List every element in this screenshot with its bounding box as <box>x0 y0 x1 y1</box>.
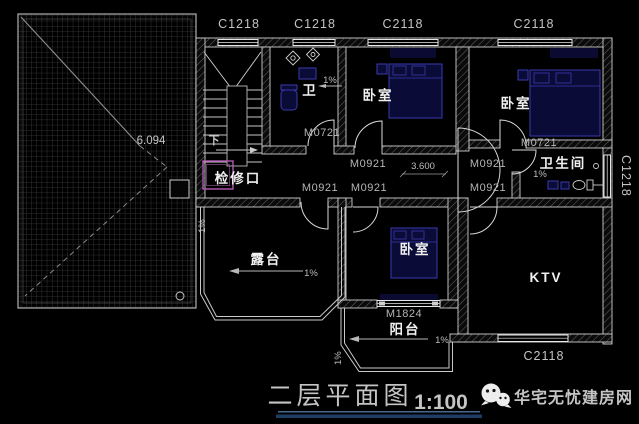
slope-arrows <box>229 84 428 342</box>
door-hall-corridor <box>457 127 501 213</box>
slope-label: 1% <box>304 268 318 279</box>
door-label: M0921 <box>350 158 386 170</box>
door-bedroom2 <box>499 119 527 149</box>
wall-hall-upper-a <box>261 145 307 155</box>
room-label-bedroom3: 卧室 <box>400 241 431 257</box>
room-label-bedroom2: 卧室 <box>501 95 532 111</box>
door-label: M0921 <box>351 182 387 194</box>
toilet-room-fixtures <box>280 47 321 111</box>
bed-bedroom3 <box>390 227 438 279</box>
window-c2118-top2 <box>497 39 573 46</box>
title-underline-thick <box>276 414 482 418</box>
wall-ktv-left <box>457 197 469 343</box>
room-label-bathroom: 卫生间 <box>540 155 587 171</box>
wall-stair-toilet <box>261 46 271 147</box>
room-label-bedroom1: 卧室 <box>363 87 394 103</box>
watermark-text: 华宅无忧建房网 <box>514 388 633 407</box>
slope-label: 1% <box>323 75 337 86</box>
dimension-text: 3.600 <box>411 161 435 172</box>
roof-hip-line <box>20 16 141 147</box>
watermark: 华宅无忧建房网 <box>481 383 633 408</box>
stair-well <box>226 85 248 167</box>
titleblock: 二层平面图 1:100 <box>267 382 482 418</box>
room-label-balcony: 阳台 <box>390 321 421 337</box>
washbasin-icon <box>298 67 317 80</box>
roof-elevation-label: 6.094 <box>137 135 166 147</box>
door-bathroom <box>511 149 537 175</box>
balcony-railing <box>340 308 453 372</box>
window-label: C1218 <box>294 17 336 31</box>
labels: C1218 C1218 C2118 C2118 C2118 C1218 M072… <box>197 17 633 365</box>
window-label: C2118 <box>514 17 555 31</box>
window-label: C2118 <box>383 17 424 31</box>
staircase: 下 <box>203 51 262 167</box>
roof-ridge-dashed-line <box>24 145 168 297</box>
slope-label: 1% <box>533 169 547 180</box>
stair-flight-lines <box>203 51 262 89</box>
windows <box>217 39 611 342</box>
roof-access-hatch <box>202 160 234 190</box>
wall-hall-upper-c <box>381 145 457 155</box>
bed-bedroom2 <box>517 69 601 137</box>
furniture <box>280 47 603 279</box>
wall-bedroom2-bottom-left <box>468 139 501 149</box>
stair-arrow-icon <box>250 147 258 153</box>
window-c2118-bottom <box>497 334 569 342</box>
door-label: M0921 <box>302 182 338 194</box>
room-label-toilet: 卫 <box>302 83 318 98</box>
drawing-scale: 1:100 <box>414 391 468 414</box>
toilet-icon <box>280 89 298 111</box>
window-c2118-top1 <box>367 39 439 46</box>
window-glow <box>380 48 598 300</box>
door-terrace <box>300 201 329 230</box>
door-toilet <box>307 119 335 147</box>
title-underline <box>278 411 480 413</box>
dimension-hall: 3.600 <box>399 161 449 178</box>
window-label: C2118 <box>524 349 565 363</box>
wall-hall-lower-a <box>195 197 301 208</box>
wall-bedroom3-bottom-a <box>337 299 378 309</box>
sliding-door-m1824 <box>376 300 441 307</box>
fixture-knob-icon <box>593 163 599 169</box>
door-ktv <box>469 206 498 235</box>
bathroom-fixtures <box>547 163 603 191</box>
window-c1218-top1 <box>217 39 259 46</box>
door-label: M0721 <box>304 127 340 139</box>
window-label: C1218 <box>218 17 260 31</box>
door-label: M1824 <box>386 308 422 320</box>
access-hatch-box <box>202 160 234 190</box>
room-label-terrace: 露台 <box>251 251 282 267</box>
roof-area: 6.094 <box>17 13 197 309</box>
window-label: C1218 <box>619 155 633 197</box>
slope-label: 1% <box>333 351 344 365</box>
door-bedroom3 <box>352 206 379 233</box>
wechat-icon <box>481 383 512 408</box>
wall-bedroom3-right <box>447 197 459 309</box>
roof-drain-icon <box>175 291 185 301</box>
terrace-railing <box>200 207 346 321</box>
stair-down-label: 下 <box>209 134 220 147</box>
door-label: M0921 <box>470 182 506 194</box>
chimney <box>169 179 190 199</box>
room-label-ktv: KTV <box>530 270 563 285</box>
bed-bedroom1 <box>376 63 443 119</box>
slope-label: 1% <box>197 219 208 233</box>
window-c1218-right <box>603 154 611 198</box>
toilet-icon <box>572 180 586 190</box>
wall-hall-upper-b <box>333 145 355 155</box>
wall-bedroom3-bottom-b <box>439 299 459 309</box>
wall-hall-lower-d <box>496 197 613 208</box>
slope-label: 1% <box>435 335 449 346</box>
doors <box>300 119 537 235</box>
door-bedroom1 <box>354 120 383 149</box>
wall-bedroom1-bedroom2 <box>455 46 470 152</box>
window-c1218-top2 <box>292 39 336 46</box>
drawing-title: 二层平面图 <box>267 382 412 410</box>
access-hatch-box-inner <box>206 164 230 186</box>
room-label-access-hatch: 检修口 <box>215 170 262 186</box>
door-label: M0921 <box>470 158 506 170</box>
door-label: M0721 <box>521 137 557 149</box>
